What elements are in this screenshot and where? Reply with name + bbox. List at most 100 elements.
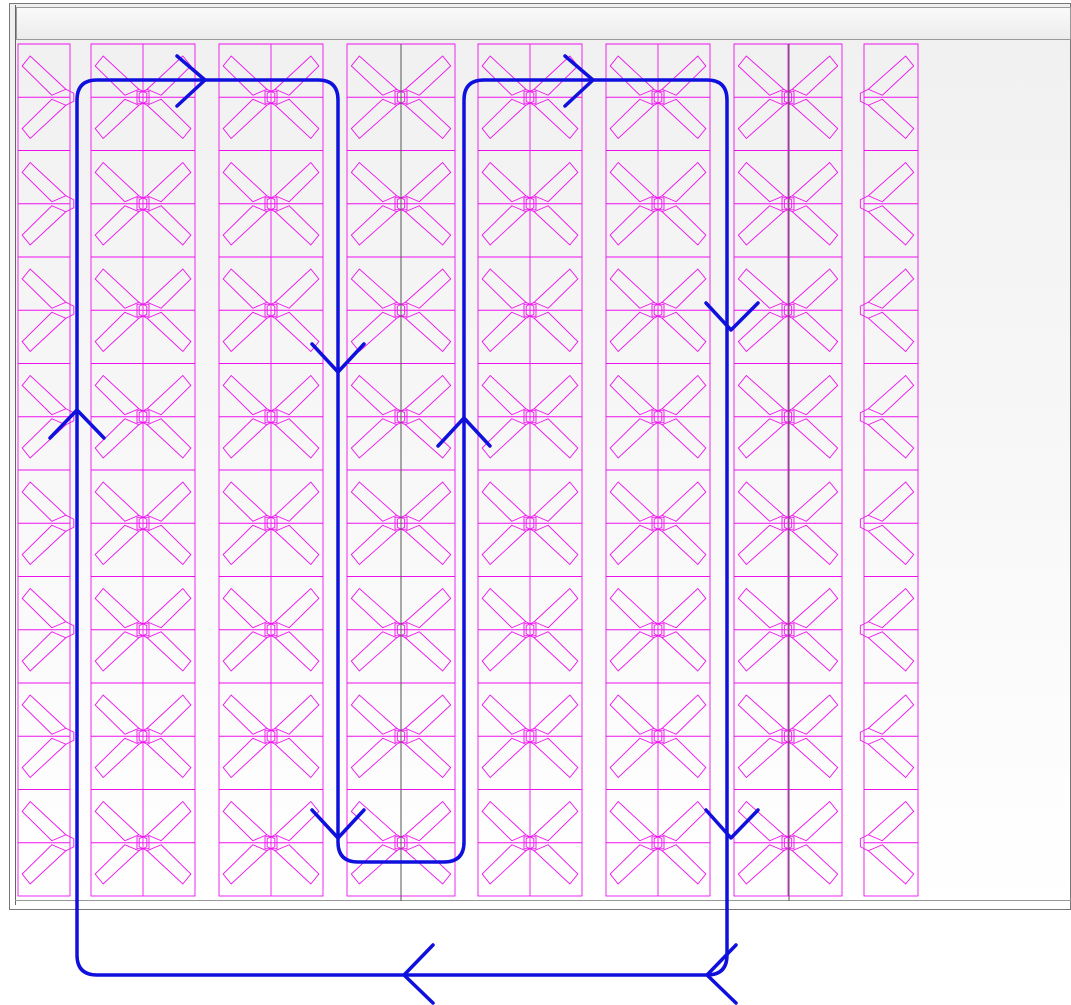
motif-arm <box>791 694 839 735</box>
motif-center <box>781 303 795 317</box>
motif-center <box>781 729 795 743</box>
motif-arm <box>21 418 67 459</box>
motif-arm <box>533 268 579 309</box>
motif-arm <box>350 737 398 779</box>
motif-arm <box>146 844 192 885</box>
motif-arm <box>737 844 785 885</box>
motif-arm <box>661 98 707 140</box>
motif-arm <box>274 631 320 672</box>
motif-arm <box>791 205 839 246</box>
arrow-down-icon <box>704 808 760 840</box>
motif-arm <box>350 587 398 629</box>
motif-hub <box>859 834 869 852</box>
motif-arm <box>222 268 268 309</box>
motif-center <box>264 303 278 317</box>
motif-arm <box>737 737 785 779</box>
motif-arm <box>404 205 452 246</box>
motif-center <box>781 516 795 530</box>
motif-center <box>523 410 537 424</box>
motif-arm <box>222 55 268 96</box>
arrow-down-icon <box>704 301 760 332</box>
motif-arm <box>481 268 527 309</box>
motif-arm <box>661 55 707 96</box>
motif-arm <box>867 737 915 779</box>
motif-arm <box>274 800 320 842</box>
motif-arm <box>94 98 140 140</box>
motif-arm <box>350 268 398 309</box>
motif-arm <box>533 205 579 246</box>
travel-path-layer <box>48 54 760 1005</box>
motif-arm <box>21 374 67 416</box>
motif-arm <box>791 800 839 842</box>
motif-arm <box>146 161 192 203</box>
motif-arm <box>21 161 67 203</box>
motif-arm <box>533 694 579 735</box>
motif-arm <box>867 418 915 459</box>
motif-hub <box>65 301 75 319</box>
motif-arm <box>867 800 915 842</box>
motif-center <box>781 623 795 637</box>
arrow-left-icon <box>402 943 435 1005</box>
motif-arm <box>146 268 192 309</box>
motif-arm <box>404 374 452 416</box>
motif-arm <box>404 55 452 96</box>
motif-arm <box>737 481 785 522</box>
motif-hub <box>859 621 869 639</box>
motif-arm <box>661 205 707 246</box>
motif-arm <box>222 844 268 885</box>
motif-arm <box>94 481 140 522</box>
motif-arm <box>222 524 268 566</box>
motif-arm <box>146 694 192 735</box>
motif-hub <box>65 621 75 639</box>
motif-arm <box>404 418 452 459</box>
motif-arm <box>533 737 579 779</box>
motif-arm <box>791 481 839 522</box>
motif-center <box>781 410 795 424</box>
motif-arm <box>404 694 452 735</box>
motif-arm <box>533 481 579 522</box>
motif-arm <box>94 418 140 459</box>
panel-bottom-border <box>15 900 1071 901</box>
motif-arm <box>609 631 655 672</box>
motif-arm <box>404 98 452 140</box>
motif-arm <box>94 161 140 203</box>
motif-arm <box>737 374 785 416</box>
motif-center <box>523 197 537 211</box>
motif-arm <box>867 844 915 885</box>
motif-arm <box>404 268 452 309</box>
motif-arm <box>350 844 398 885</box>
motif-arm <box>609 737 655 779</box>
motif-center <box>651 623 665 637</box>
motif-center <box>523 623 537 637</box>
motif-arm <box>404 844 452 885</box>
motif-arm <box>481 524 527 566</box>
motif-arm <box>791 418 839 459</box>
motif-center <box>264 90 278 104</box>
motif-arm <box>481 55 527 96</box>
motif-arm <box>533 98 579 140</box>
pattern-layer <box>17 43 919 901</box>
motif-arm <box>404 524 452 566</box>
motif-arm <box>609 587 655 629</box>
motif-arm <box>222 374 268 416</box>
motif-center <box>136 90 150 104</box>
motif-arm <box>609 55 655 96</box>
motif-arm <box>533 374 579 416</box>
motif-arm <box>737 55 785 96</box>
motif-center <box>781 836 795 850</box>
motif-arm <box>146 98 192 140</box>
motif-arm <box>350 694 398 735</box>
motif-arm <box>146 737 192 779</box>
motif-arm <box>222 694 268 735</box>
motif-arm <box>222 161 268 203</box>
motif-arm <box>661 268 707 309</box>
motif-arm <box>533 800 579 842</box>
motif-arm <box>404 161 452 203</box>
motif-arm <box>146 587 192 629</box>
motif-arm <box>737 694 785 735</box>
motif-arm <box>350 311 398 353</box>
motif-arm <box>404 481 452 522</box>
motif-arm <box>609 800 655 842</box>
motif-arm <box>737 631 785 672</box>
